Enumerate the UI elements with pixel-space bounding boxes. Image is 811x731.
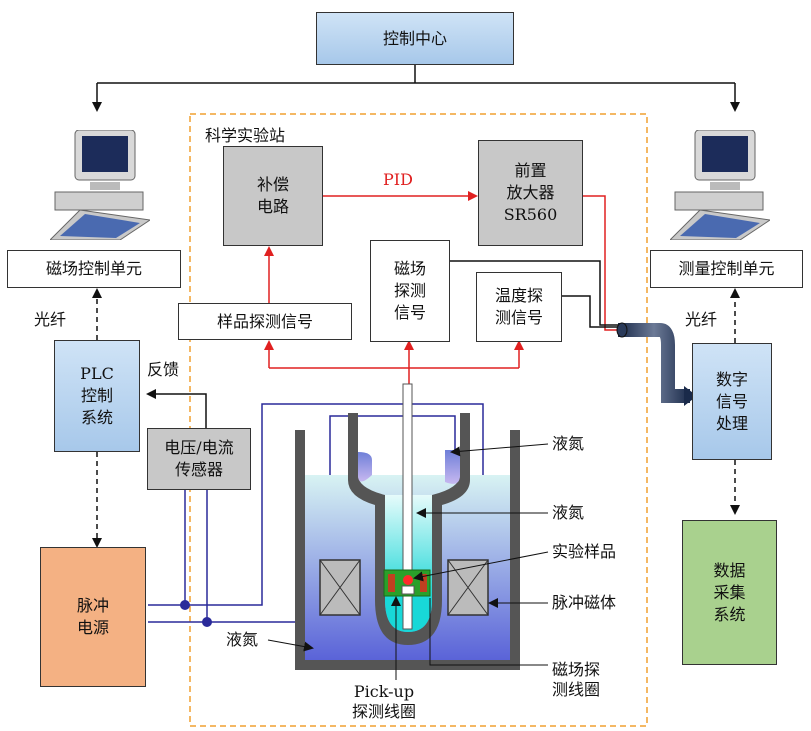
computer-right-icon — [670, 130, 770, 240]
control-center-box: 控制中心 — [316, 12, 514, 65]
pickup-label: Pick-up 探测线圈 — [352, 682, 417, 721]
fiber-right-label: 光纤 — [685, 310, 718, 329]
plc-box: PLC 控制 系统 — [54, 340, 140, 452]
fiber-left-label: 光纤 — [34, 310, 67, 329]
field-control-box: 磁场控制单元 — [7, 250, 181, 288]
daq-box: 数据 采集 系统 — [682, 520, 777, 665]
ln2-mid-label: 液氮 — [552, 503, 585, 522]
compensation-box: 补偿 电路 — [223, 146, 323, 246]
pid-label: PID — [383, 170, 413, 189]
sample-label: 实验样品 — [552, 542, 617, 561]
preamp-box: 前置 放大器 SR560 — [478, 140, 583, 246]
field-coil-label: 磁场探 测线圈 — [552, 660, 601, 699]
sample-signal-box: 样品探测信号 — [178, 303, 352, 340]
computer-left-icon — [50, 130, 150, 240]
pulse-power-box: 脉冲 电源 — [40, 547, 146, 687]
station-title: 科学实验站 — [205, 126, 286, 145]
dsp-box: 数字 信号 处理 — [692, 343, 772, 460]
feedback-label: 反馈 — [147, 360, 180, 379]
measure-control-box: 测量控制单元 — [650, 250, 803, 288]
station-border — [189, 113, 648, 727]
field-signal-box: 磁场 探测 信号 — [370, 240, 450, 342]
ln2-left-label: 液氮 — [226, 630, 259, 649]
temp-signal-box: 温度探 测信号 — [476, 272, 562, 342]
pulse-magnet-label: 脉冲磁体 — [552, 593, 617, 612]
ln2-top-label: 液氮 — [552, 434, 585, 453]
sensor-box: 电压/电流 传感器 — [147, 428, 251, 490]
cryostat — [295, 383, 520, 670]
